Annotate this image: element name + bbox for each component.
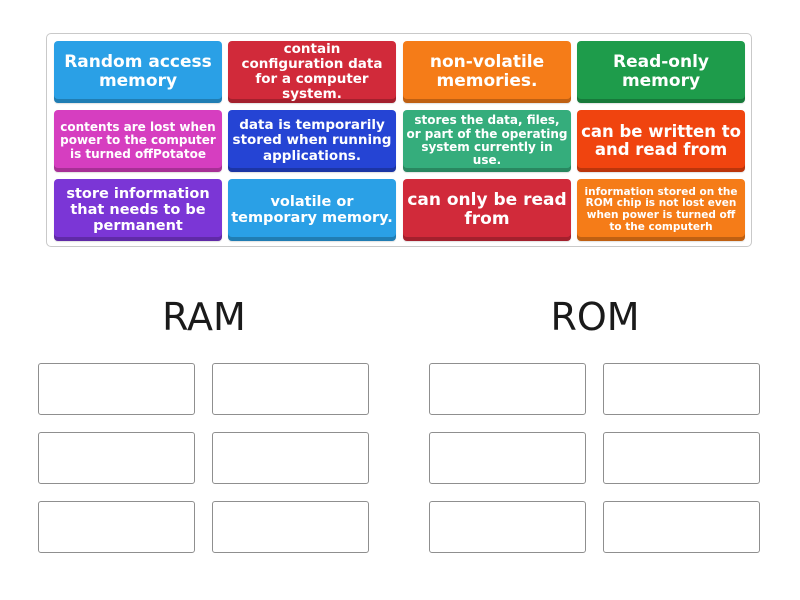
rom-drop-slot[interactable] [603, 432, 760, 484]
ram-drop-slot[interactable] [38, 432, 195, 484]
rom-drop-slot[interactable] [603, 363, 760, 415]
tile-label: Random access memory [64, 51, 212, 91]
tile-label: can be written to and read from [581, 121, 741, 159]
ram-drop-slot[interactable] [212, 432, 369, 484]
tile-temporarily-stored[interactable]: data is temporarily stored when running … [228, 110, 396, 172]
tile-rom-chip-not-lost[interactable]: information stored on the ROM chip is no… [577, 179, 745, 241]
tile-configuration-data[interactable]: contain configuration data for a compute… [228, 41, 396, 103]
tile-label: stores the data, files, or part of the o… [406, 113, 568, 168]
ram-drop-slot[interactable] [212, 363, 369, 415]
tile-label: can only be read from [407, 189, 567, 229]
ram-drop-slot[interactable] [212, 501, 369, 553]
tile-read-only-memory[interactable]: Read-only memory [577, 41, 745, 103]
ram-drop-slot[interactable] [38, 363, 195, 415]
tile-random-access-memory[interactable]: Random access memory [54, 41, 222, 103]
tile-label: contents are lost when power to the comp… [60, 119, 216, 161]
rom-drop-slot[interactable] [429, 363, 586, 415]
tile-label: store information that needs to be perma… [66, 185, 210, 235]
tile-label: volatile or temporary memory. [231, 193, 393, 226]
tile-label: information stored on the ROM chip is no… [584, 185, 738, 233]
ram-drop-slot[interactable] [38, 501, 195, 553]
tile-label: data is temporarily stored when running … [232, 117, 392, 164]
tile-label: contain configuration data for a compute… [241, 40, 383, 103]
tile-store-permanent[interactable]: store information that needs to be perma… [54, 179, 222, 241]
rom-drop-slot[interactable] [429, 501, 586, 553]
rom-drop-slot[interactable] [603, 501, 760, 553]
tile-only-read[interactable]: can only be read from [403, 179, 571, 241]
tile-written-and-read[interactable]: can be written to and read from [577, 110, 745, 172]
tile-contents-lost[interactable]: contents are lost when power to the comp… [54, 110, 222, 172]
tile-non-volatile[interactable]: non-volatile memories. [403, 41, 571, 103]
tile-label: Read-only memory [612, 51, 709, 91]
tile-label: non-volatile memories. [429, 51, 545, 91]
group-title-ram: RAM [162, 295, 246, 339]
tile-stores-data-files[interactable]: stores the data, files, or part of the o… [403, 110, 571, 172]
tile-volatile[interactable]: volatile or temporary memory. [228, 179, 396, 241]
group-title-rom: ROM [550, 295, 640, 339]
rom-drop-slot[interactable] [429, 432, 586, 484]
